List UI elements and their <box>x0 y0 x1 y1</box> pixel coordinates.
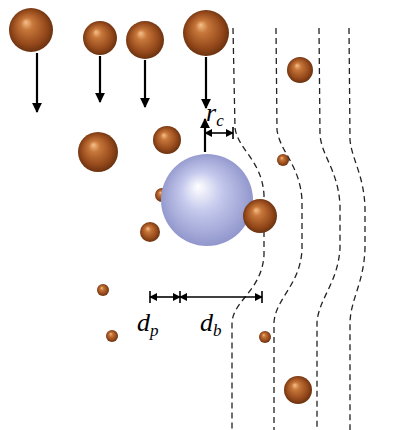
brown-particle <box>243 199 277 233</box>
dimension-label: dp <box>137 310 159 339</box>
dimension-label: rc <box>206 100 224 129</box>
flow-lines <box>232 28 365 430</box>
collector-sphere <box>161 154 253 246</box>
velocity-arrows <box>37 53 206 152</box>
dimension-label: db <box>200 310 222 339</box>
dimension-marks <box>150 127 262 303</box>
brown-particles <box>9 8 313 404</box>
